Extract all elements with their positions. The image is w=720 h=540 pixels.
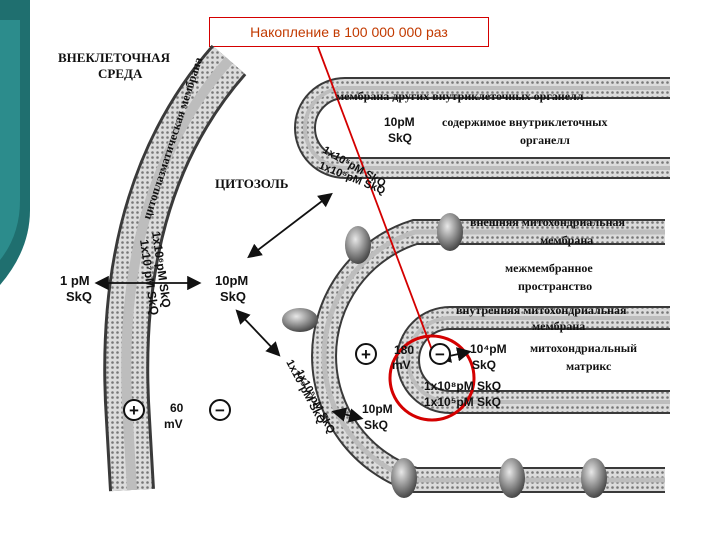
outer-mitochondrial-membrane: [311, 219, 665, 493]
cytosol-molecule: SkQ: [220, 289, 246, 304]
intermembrane-label-1: межмембранное: [505, 261, 593, 275]
plasma-membrane-potential: + 60 mV −: [123, 399, 231, 431]
outer-mito-label-1: внешняя митохондриальная: [470, 215, 625, 229]
organelle-concentration: 10pM: [384, 115, 415, 129]
organelle-content-label-2: органелл: [520, 133, 570, 147]
pm-potential-value: 60: [170, 401, 184, 415]
minus-sign-icon: −: [435, 345, 445, 364]
transport-arrows: [94, 192, 472, 423]
side-decoration: [0, 0, 30, 540]
intermembrane-concentration: 10pM: [362, 402, 393, 416]
cytosol-concentration: 10pM: [215, 273, 248, 288]
inner-membrane-concentration-b: 1x10⁵pM SkQ: [424, 395, 501, 409]
callout-highlight-circle: [388, 334, 476, 422]
matrix-label-2: матрикс: [566, 359, 612, 373]
protein-channel: [499, 458, 525, 498]
inner-mitochondrial-membrane: [396, 306, 670, 414]
mito-potential-unit: mV: [392, 358, 411, 372]
protein-channel: [437, 213, 463, 251]
protein-channel: [581, 458, 607, 498]
plasma-membrane: [103, 44, 247, 492]
extracellular-label-1: ВНЕКЛЕТОЧНАЯ: [58, 50, 171, 65]
mitochondrial-potential: + 180 mV −: [355, 343, 451, 372]
matrix-label-1: митохондриальный: [530, 341, 637, 355]
matrix-molecule: SkQ: [472, 358, 496, 372]
protein-channel: [282, 308, 318, 332]
matrix-concentration: 10⁴pM: [470, 342, 507, 356]
inner-membrane-concentration-a: 1x10⁸pM SkQ: [424, 379, 501, 393]
intermembrane-molecule: SkQ: [364, 418, 388, 432]
outer-mito-label-2: мембрана: [540, 233, 593, 247]
organelle-membrane-label: мембрана других внутриклеточных органелл: [336, 89, 584, 103]
minus-sign-icon: −: [215, 401, 225, 420]
intermembrane-label-2: пространство: [518, 279, 592, 293]
inner-mito-label-1: внутренняя митохондриальная: [456, 303, 627, 317]
extracellular-molecule: SkQ: [66, 289, 92, 304]
cytosol-label: ЦИТОЗОЛЬ: [215, 176, 288, 191]
organelle-membrane: [294, 77, 670, 179]
inner-mito-label-2: мембрана: [532, 319, 585, 333]
organelle-molecule: SkQ: [388, 131, 412, 145]
membrane-proteins: [282, 213, 607, 498]
protein-channel: [345, 226, 371, 264]
pm-potential-unit: mV: [164, 417, 183, 431]
protein-channel: [391, 458, 417, 498]
plus-sign-icon: +: [129, 401, 139, 420]
organelle-content-label-1: содержимое внутриклеточных: [442, 115, 607, 129]
extracellular-label-2: СРЕДА: [98, 66, 143, 81]
extracellular-concentration: 1 pM: [60, 273, 90, 288]
mito-potential-value: 180: [394, 343, 414, 357]
accumulation-callout: Накопление в 100 000 000 раз: [209, 17, 489, 47]
plus-sign-icon: +: [361, 345, 371, 364]
callout-pointer-line: [317, 46, 433, 351]
